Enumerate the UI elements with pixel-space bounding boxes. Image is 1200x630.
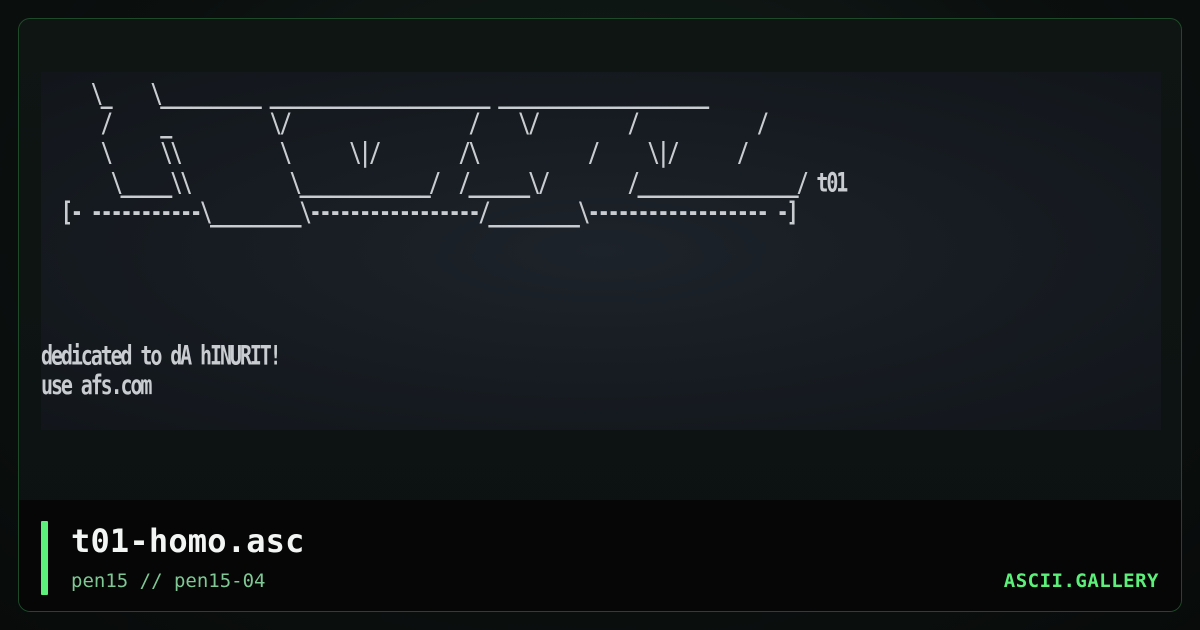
card-frame: \_ \__________ ______________________ __… <box>18 18 1182 612</box>
artwork-title: t01-homo.asc <box>71 522 305 560</box>
caption-bar: t01-homo.asc pen15 // pen15-04 ASCII.GAL… <box>19 500 1181 611</box>
ascii-art-footer-text: dedicated to dA hINURIT! use afs.com <box>41 338 282 401</box>
ascii-art-viewport: \_ \__________ ______________________ __… <box>41 72 1161 430</box>
artwork-subtitle: pen15 // pen15-04 <box>71 570 266 592</box>
accent-bar <box>41 521 48 595</box>
site-brand[interactable]: ASCII.GALLERY <box>1003 570 1159 592</box>
ascii-art-banner: \_ \__________ ______________________ __… <box>60 76 848 228</box>
